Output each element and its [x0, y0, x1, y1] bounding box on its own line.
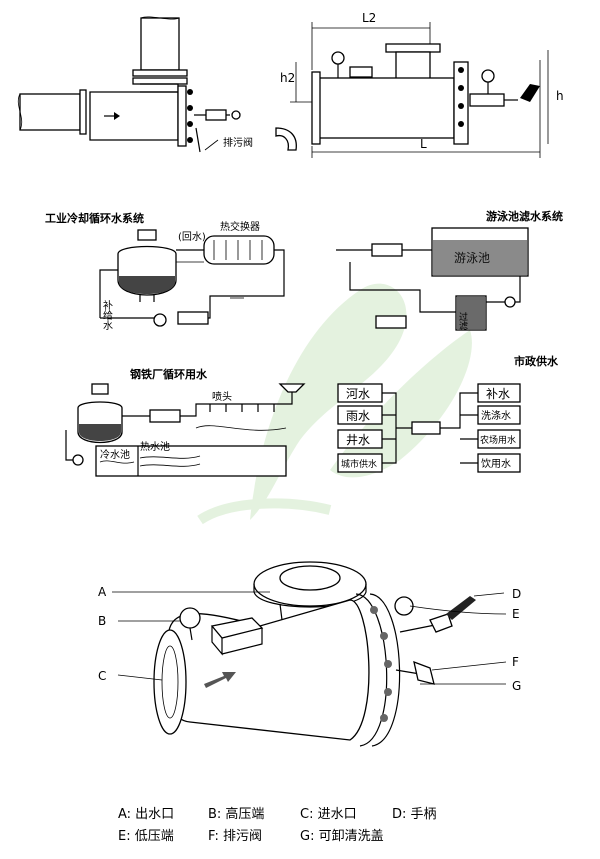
- callout-D: D: [512, 587, 521, 601]
- watermark-logo: [197, 283, 472, 525]
- cooling-system-diagram: [99, 229, 285, 327]
- pool-system-diagram: [336, 227, 529, 331]
- legend-E: E: 低压端: [118, 829, 174, 844]
- cooling-system-title: 工业冷却循环水系统: [45, 211, 144, 225]
- steel-system-diagram: [65, 383, 306, 477]
- dim-h-label: h: [556, 89, 564, 103]
- legend-F: F: 排污阀: [208, 829, 262, 844]
- source-well: 井水: [346, 433, 370, 447]
- callout-A: A: [98, 585, 107, 599]
- heat-exchanger-label: 热交换器: [220, 220, 260, 233]
- steel-system-title: 钢铁厂循环用水: [130, 367, 208, 381]
- legend-D: D: 手柄: [392, 807, 437, 822]
- source-city: 城市供水: [341, 458, 377, 470]
- source-rain: 雨水: [346, 409, 370, 423]
- top-left-installation: [17, 16, 297, 153]
- callout-G: G: [512, 679, 521, 693]
- main-filter-drawing: [112, 561, 507, 747]
- drain-valve-label: 排污阀: [223, 136, 253, 149]
- cold-pool-label: 冷水池: [100, 448, 130, 461]
- dim-L-label: L: [420, 137, 427, 151]
- makeup-water-label: 补给水: [101, 299, 113, 330]
- use-farm: 农场用水: [480, 434, 516, 446]
- dim-L2-label: L2: [362, 11, 376, 25]
- legend: A: 出水口 B: 高压端 C: 进水口 D: 手柄 E: 低压端 F: 排污阀…: [118, 806, 437, 844]
- municipal-system-title: 市政供水: [514, 354, 559, 368]
- legend-B: B: 高压端: [208, 806, 264, 822]
- use-makeup: 补水: [486, 387, 510, 401]
- cooling-return-label: (回水): [178, 231, 206, 243]
- callout-C: C: [98, 669, 106, 683]
- use-washing: 洗涤水: [481, 409, 511, 422]
- pool-label: 游泳池: [454, 251, 490, 265]
- hot-pool-label: 热水池: [140, 440, 170, 453]
- callout-B: B: [98, 614, 106, 628]
- source-river: 河水: [346, 387, 370, 401]
- use-drinking: 饮用水: [481, 457, 511, 470]
- legend-C: C: 进水口: [300, 807, 357, 822]
- dim-h2-label: h2: [280, 71, 295, 85]
- callout-E: E: [512, 607, 520, 621]
- legend-G: G: 可卸清洗盖: [300, 828, 384, 844]
- filter-label: 过滤: [457, 311, 468, 331]
- callout-F: F: [512, 655, 519, 669]
- top-right-dimension-drawing: [290, 22, 549, 158]
- municipal-system-diagram: [337, 383, 521, 473]
- legend-A: A: 出水口: [118, 807, 174, 822]
- pool-system-title: 游泳池滤水系统: [486, 209, 563, 223]
- nozzle-label: 喷头: [212, 391, 232, 403]
